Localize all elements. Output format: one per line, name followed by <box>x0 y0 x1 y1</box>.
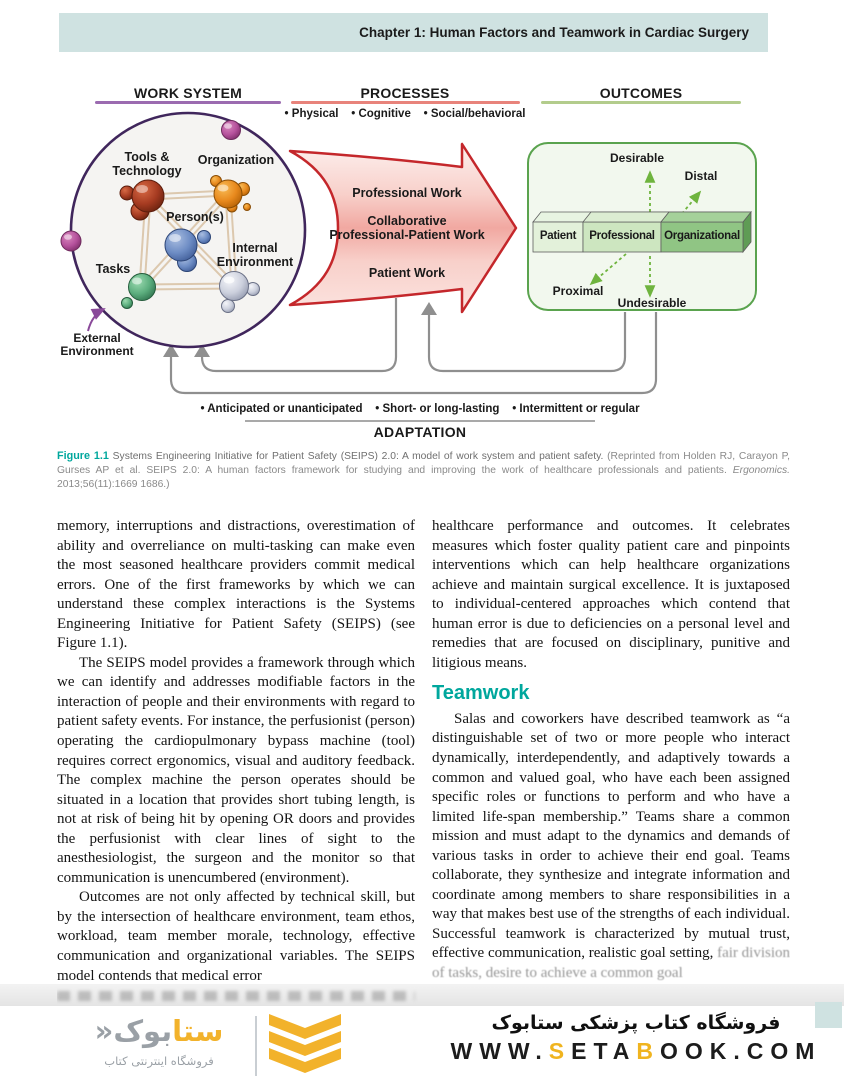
right-column: healthcare performance and outcomes. It … <box>432 517 790 984</box>
external-environment-label: External Environment <box>60 331 134 359</box>
chevron-icon <box>269 1014 341 1073</box>
outcomes-bar <box>532 210 752 254</box>
footer-store-info: فروشگاه کتاب پزشکی ستابوک WWW.SETABOOK.C… <box>440 1012 832 1065</box>
patient-work-label: Patient Work <box>368 266 446 280</box>
outcomes-header: OUTCOMES <box>599 85 683 101</box>
tasks-molecule <box>121 273 156 309</box>
cutoff-text-remnant: fair division of tasks, desire to achiev… <box>432 945 790 982</box>
adaptation-divider <box>245 420 595 422</box>
undesirable-label: Undesirable <box>617 296 687 310</box>
work-system-underline <box>95 101 281 104</box>
persons-label: Person(s) <box>166 210 224 224</box>
site-url: WWW.SETABOOK.COM <box>450 1038 822 1064</box>
tools-technology-molecule <box>119 179 165 221</box>
tasks-label: Tasks <box>95 262 131 276</box>
adaptation-bullets: • Anticipated or unanticipated • Short- … <box>200 403 640 415</box>
desirable-label: Desirable <box>609 151 665 165</box>
adaptation-label: ADAPTATION <box>373 424 467 440</box>
work-system-header: WORK SYSTEM <box>134 85 242 101</box>
external-environment-molecules <box>60 120 241 252</box>
paragraph: Salas and coworkers have described teamw… <box>432 710 790 982</box>
teal-accent-square <box>815 1002 842 1028</box>
caption-citation: 2013;56(11):1669 1686.) <box>57 478 170 490</box>
bar-professional-label: Professional <box>589 230 655 242</box>
paragraph: The SEIPS model provides a framework thr… <box>57 654 415 886</box>
article-body: memory, interruptions and distractions, … <box>57 517 790 1006</box>
seips-diagram <box>60 111 757 395</box>
chapter-header-bar: Chapter 1: Human Factors and Teamwork in… <box>59 13 768 52</box>
professional-work-label: Professional Work <box>352 186 462 200</box>
caption-main: Systems Engineering Initiative for Patie… <box>112 451 608 462</box>
processes-header: PROCESSES <box>360 85 450 101</box>
tools-technology-label: Tools & Technology <box>112 150 182 178</box>
cutoff-text-remnant <box>57 991 415 1002</box>
figure-number: Figure 1.1 <box>57 450 109 462</box>
teamwork-heading: Teamwork <box>432 682 530 705</box>
outcomes-dotted-arrows <box>589 170 702 298</box>
distal-label: Distal <box>684 169 718 183</box>
work-system-circle <box>69 111 307 349</box>
paragraph: healthcare performance and outcomes. It … <box>432 518 790 671</box>
paragraph: memory, interruptions and distractions, … <box>57 518 415 652</box>
proximal-label: Proximal <box>552 284 604 298</box>
process-types: • Physical • Cognitive • Social/behavior… <box>284 108 526 120</box>
process-arrow-shape <box>288 142 518 314</box>
left-column: memory, interruptions and distractions, … <box>57 517 415 1002</box>
setabook-logo: ستابوک« فروشگاه اینترنتی کتاب <box>75 1012 345 1078</box>
caption-reprint: (Reprinted from Holden RJ, Carayon P, Gu… <box>57 451 790 476</box>
bar-organizational-label: Organizational <box>664 230 740 242</box>
feedback-loops <box>169 298 658 395</box>
internal-environment-label: Internal Environment <box>216 241 294 269</box>
logo-tagline: فروشگاه اینترنتی کتاب <box>104 1054 214 1068</box>
processes-underline <box>291 101 520 104</box>
outcomes-underline <box>541 101 741 104</box>
organization-label: Organization <box>197 153 275 167</box>
logo-divider <box>255 1016 257 1076</box>
caption-journal: Ergonomics. <box>732 464 790 476</box>
paragraph: Outcomes are not only affected by techni… <box>57 889 415 984</box>
internal-environment-molecule <box>219 271 260 313</box>
external-environment-arrow <box>87 308 106 332</box>
chapter-title: Chapter 1: Human Factors and Teamwork in… <box>359 25 749 40</box>
collaborative-work-label: Collaborative Professional-Patient Work <box>329 214 485 242</box>
setabook-wordmark: ستابوک« <box>94 1014 224 1048</box>
store-name-fa: فروشگاه کتاب پزشکی ستابوک <box>491 1012 781 1034</box>
figure-caption: Figure 1.1 Systems Engineering Initiativ… <box>57 450 790 491</box>
bar-patient-label: Patient <box>539 230 577 242</box>
organization-molecule <box>210 175 251 213</box>
feedback-arrowheads <box>163 302 437 357</box>
persons-molecule <box>164 228 211 272</box>
